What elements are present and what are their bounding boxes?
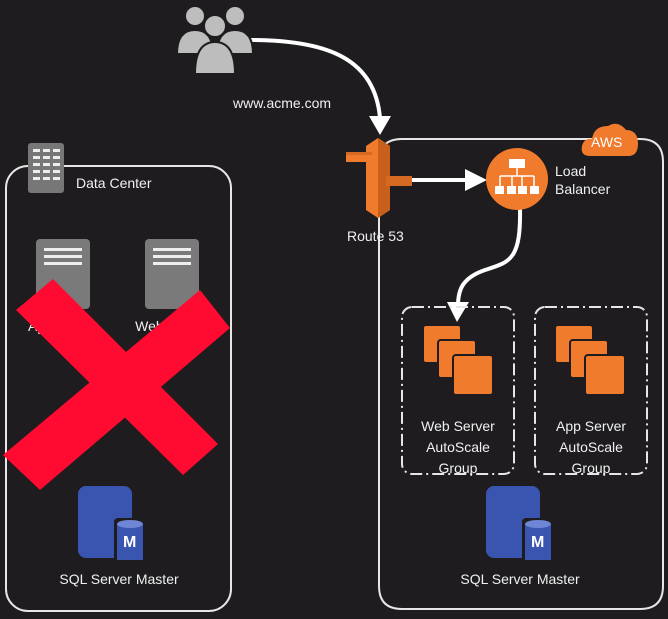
database-master-icon	[78, 486, 146, 562]
load-balancer-label-line1: Load	[555, 163, 587, 179]
server-icon	[145, 239, 199, 309]
label-line: AutoScale	[559, 439, 623, 455]
arrowhead	[465, 169, 487, 191]
aws-badge: AWS	[591, 134, 623, 150]
aws-db-label: SQL Server Master	[460, 571, 580, 587]
web-autoscale-group-label: Web Server AutoScale Group	[421, 416, 495, 479]
load-balancer-label-line2: Balancer	[555, 181, 611, 197]
ec2-instances-icon	[555, 325, 626, 396]
building-icon	[28, 143, 64, 193]
db-master-badge: M	[123, 534, 137, 551]
load-balancer-label: Load Balancer	[555, 162, 610, 198]
label-line: Group	[438, 460, 478, 476]
users-to-route53-arrow	[249, 38, 382, 119]
data-center-container	[5, 165, 232, 612]
red-x-icon	[3, 279, 230, 490]
label-line: Web Server	[421, 418, 495, 434]
url-label: www.acme.com	[233, 95, 332, 111]
web-autoscale-group-border	[401, 306, 515, 475]
app-autoscale-group-border	[534, 306, 648, 475]
route53-label: Route 53	[347, 228, 404, 244]
arrowhead	[447, 302, 469, 322]
label-line: AutoScale	[426, 439, 490, 455]
data-center-db-label: SQL Server Master	[59, 571, 179, 587]
lb-to-web-group-arrow	[456, 207, 523, 307]
ec2-instances-icon	[423, 325, 494, 396]
aws-cloud-icon	[581, 123, 638, 156]
arrowhead	[369, 116, 391, 135]
database-master-icon	[486, 486, 554, 562]
users-group-icon	[175, 5, 255, 75]
route53-icon	[346, 138, 412, 218]
db-master-badge: M	[531, 534, 545, 551]
load-balancer-icon	[486, 148, 548, 210]
label-line: App Server	[555, 418, 627, 434]
app-autoscale-group-label: App Server AutoScale Group	[556, 416, 626, 479]
label-line: Group	[571, 460, 611, 476]
data-center-title: Data Center	[76, 175, 152, 191]
